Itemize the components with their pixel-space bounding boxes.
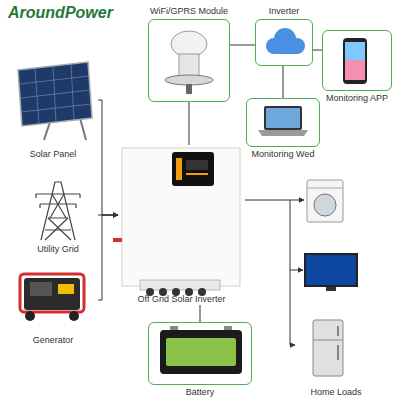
connector-line [313,50,322,51]
module-dome [171,31,207,57]
inverter-case [122,148,240,286]
source-node: Utility Grid [18,175,98,255]
tv-icon [305,254,357,291]
connector-line [245,200,295,345]
box-outline [255,19,313,66]
generator-icon [20,274,84,321]
node-label: Battery [148,387,252,398]
brand-logo: AroundPower [8,4,113,22]
pylon-legs [41,182,75,240]
fridge-handle [337,326,339,336]
inverter-lcd [186,160,208,170]
panel-surface [18,62,92,126]
source-node: Generator [8,264,98,346]
solar-panel-icon [18,62,92,140]
connector-line [200,305,201,322]
connector-line [283,66,284,98]
box-outline [246,98,320,147]
generator-panel [58,284,74,294]
fridge-handle [337,345,339,360]
laptop-base [258,130,308,136]
battery-case [160,330,242,374]
inverter-button-row [186,173,208,175]
inverter-icon [113,148,240,296]
battery-icon [160,326,242,374]
module-box: WiFi/GPRS Module [148,6,230,102]
cloud-base [274,44,297,54]
node-label: WiFi/GPRS Module [148,6,230,17]
box-outline [322,30,392,91]
fridge-icon [313,320,343,376]
washer-panel [307,188,343,189]
battery-box: Battery [148,322,252,398]
battery-terminal [170,326,178,330]
module-flange [165,75,213,85]
washer-door [314,194,336,216]
generator-wheel [69,311,79,321]
washing-machine-icon [307,180,343,222]
connector-line [98,100,118,215]
connector-line [98,215,118,300]
branch-line [290,270,303,271]
pylon-bracing [45,194,71,240]
tv-screen [305,254,357,286]
cloud-icon [266,28,305,54]
web-box: Monitoring Wed [246,98,320,160]
inverter-led-bar [176,158,182,180]
inverter-port-strip [140,280,220,290]
pylon-arms [36,194,80,230]
module-body [179,54,199,78]
battery-terminal [224,326,232,330]
node-label: Off Grid Solar Inverter [118,294,245,305]
module-plug [186,84,192,94]
node-label: Monitoring Wed [246,149,320,160]
pylon-insulators [36,194,80,208]
laptop-icon [258,106,308,136]
phone-icon [343,38,367,84]
laptop-lid [264,106,302,130]
box-outline [148,19,230,102]
generator-frame [20,274,84,312]
washer-body [307,180,343,222]
inverter-switch [113,238,122,242]
source-node: Solar Panel [8,56,98,160]
phone-body [343,38,367,84]
battery-sticker [166,338,236,366]
connector-line [189,102,190,145]
laptop-screen [266,108,300,128]
panel-grid [20,64,91,124]
pylon-icon [36,182,80,240]
fridge-body [313,320,343,376]
node-label: Utility Grid [18,244,98,255]
node-label: Home Loads [295,387,377,398]
node-label: Solar Panel [8,149,98,160]
inverter-display [172,152,214,186]
panel-leg [44,122,50,140]
box-outline [148,322,252,385]
branch-line [290,200,304,201]
wifi-module-icon [165,31,213,94]
phone-wallpaper [345,60,365,80]
node-label: Generator [8,335,98,346]
node-label: Monitoring APP [322,93,392,104]
phone-screen [345,42,365,80]
connector-line [230,45,255,46]
node-label: Inverter [255,6,313,17]
cloud-box: Inverter [255,6,313,66]
inverter-node: Off Grid Solar Inverter [118,145,245,305]
load-node: Home Loads [295,316,377,398]
app-box: Monitoring APP [322,30,392,104]
tv-stand [326,287,336,291]
generator-body [24,278,80,310]
fridge-split [313,340,343,341]
panel-leg [80,118,86,140]
generator-wheel [25,311,35,321]
generator-engine [30,282,52,296]
